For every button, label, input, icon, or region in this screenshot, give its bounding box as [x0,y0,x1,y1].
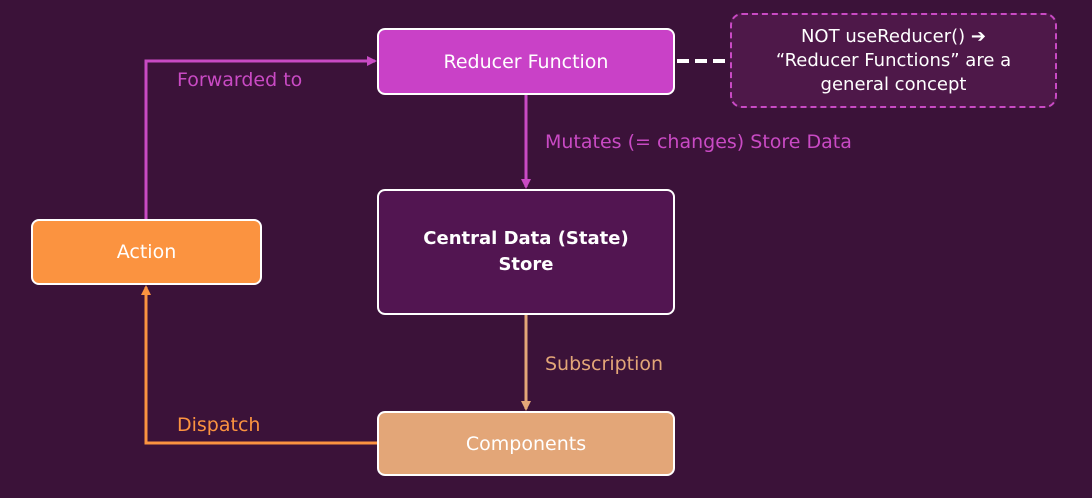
forwarded-arrow [144,56,377,219]
action-node: Action [31,219,262,285]
dispatch-arrow [141,285,377,445]
subscription-label: Subscription [545,353,664,375]
reducer-note-callout: NOT useReducer() ➔ “Reducer Functions” a… [730,13,1057,108]
note-line2: “Reducer Functions” are a [775,49,1012,71]
central-store-node: Central Data (State) Store [377,189,675,315]
note-line3: general concept [820,73,967,95]
dispatch-label: Dispatch [177,414,261,436]
store-label-line2: Store [498,254,554,275]
reducer-function-label: Reducer Function [443,50,609,73]
components-node: Components [377,411,675,476]
mutates-label: Mutates (= changes) Store Data [545,131,852,153]
forwarded-to-label: Forwarded to [177,69,303,91]
store-label-line1: Central Data (State) [423,228,629,249]
note-line1: NOT useReducer() ➔ [800,25,987,47]
reducer-function-node: Reducer Function [377,28,675,95]
components-label: Components [465,432,587,455]
action-label: Action [116,241,177,263]
